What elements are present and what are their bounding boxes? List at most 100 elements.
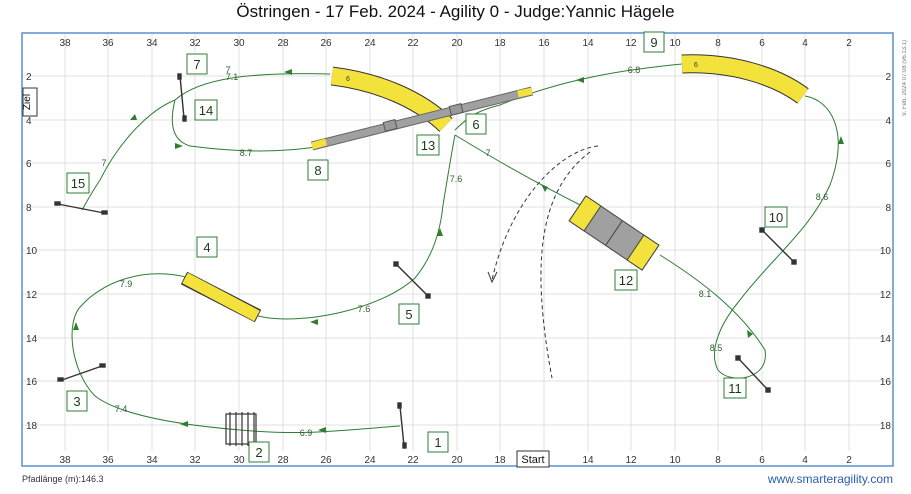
number-13: 13	[416, 134, 440, 156]
svg-text:12: 12	[619, 273, 633, 288]
arrow-icon	[175, 143, 183, 149]
svg-text:4: 4	[802, 455, 808, 466]
dogwalk	[310, 86, 534, 151]
svg-text:18: 18	[26, 421, 38, 432]
tunnel-4	[180, 271, 262, 323]
number-8: 8	[307, 159, 329, 181]
svg-text:3: 3	[73, 394, 80, 409]
svg-text:22: 22	[407, 38, 419, 49]
svg-text:22: 22	[407, 455, 419, 466]
svg-text:4: 4	[802, 38, 808, 49]
arrow-icon	[541, 184, 548, 192]
svg-text:6: 6	[759, 38, 765, 49]
svg-text:2: 2	[255, 445, 262, 460]
svg-text:18: 18	[494, 38, 506, 49]
svg-text:14: 14	[880, 334, 892, 345]
svg-text:Start: Start	[521, 454, 544, 466]
svg-text:6: 6	[26, 159, 32, 170]
svg-text:38: 38	[59, 455, 71, 466]
number-5: 5	[398, 303, 420, 325]
svg-text:8.7: 8.7	[240, 148, 253, 158]
svg-text:32: 32	[189, 38, 201, 49]
svg-text:6: 6	[346, 76, 350, 83]
jump-11	[735, 355, 771, 393]
start-marker: Start	[516, 450, 550, 468]
handler-line-1	[491, 145, 599, 281]
svg-text:7: 7	[101, 158, 106, 168]
arrow-icon	[310, 319, 318, 325]
svg-text:38: 38	[59, 38, 71, 49]
svg-text:34: 34	[146, 455, 158, 466]
svg-text:7: 7	[225, 65, 230, 75]
svg-text:18: 18	[494, 455, 506, 466]
svg-text:10: 10	[26, 246, 38, 257]
svg-text:4: 4	[885, 116, 891, 127]
path-length: Pfadlänge (m):146.3	[22, 474, 104, 484]
svg-text:26: 26	[320, 455, 332, 466]
svg-text:36: 36	[102, 455, 114, 466]
svg-text:8: 8	[26, 203, 32, 214]
svg-text:32: 32	[189, 455, 201, 466]
svg-text:10: 10	[669, 455, 681, 466]
svg-text:30: 30	[233, 38, 245, 49]
number-11: 11	[723, 377, 747, 399]
svg-text:7.9: 7.9	[120, 279, 133, 289]
number-3: 3	[66, 390, 88, 412]
svg-text:26: 26	[320, 38, 332, 49]
svg-text:9: 9	[650, 35, 657, 50]
svg-text:2: 2	[846, 455, 852, 466]
course-title: Östringen - 17 Feb. 2024 - Agility 0 - J…	[236, 2, 675, 21]
arrow-icon	[838, 136, 844, 144]
svg-text:4: 4	[203, 240, 210, 255]
a-frame	[568, 195, 660, 271]
jump-15	[54, 201, 108, 215]
svg-text:8.6: 8.6	[816, 192, 829, 202]
svg-text:24: 24	[364, 38, 376, 49]
svg-text:4: 4	[26, 116, 32, 127]
svg-text:8: 8	[715, 455, 721, 466]
svg-text:7: 7	[485, 148, 490, 158]
website-link[interactable]: www.smarteragility.com	[767, 472, 893, 486]
svg-text:28: 28	[277, 455, 289, 466]
svg-text:8: 8	[314, 163, 321, 178]
svg-text:8.5: 8.5	[710, 343, 723, 353]
svg-text:7.6: 7.6	[450, 174, 463, 184]
arrow-icon	[318, 427, 326, 433]
distance-labels: 6.9 7.4 7.9 7.6 7.6 7 6.8 8.6 8.1 8.5 7 …	[101, 65, 828, 438]
svg-text:18: 18	[880, 421, 892, 432]
jump-3	[57, 363, 106, 382]
arrow-icon	[284, 69, 292, 75]
svg-text:7: 7	[193, 57, 200, 72]
svg-text:Ziel: Ziel	[22, 94, 33, 110]
jumps	[54, 73, 797, 449]
number-14: 14	[194, 99, 218, 121]
svg-text:34: 34	[146, 38, 158, 49]
svg-text:20: 20	[451, 38, 463, 49]
svg-text:8: 8	[715, 38, 721, 49]
svg-text:1: 1	[434, 435, 441, 450]
number-7: 7	[186, 53, 208, 75]
svg-text:12: 12	[625, 38, 637, 49]
svg-text:14: 14	[26, 334, 38, 345]
svg-text:15: 15	[71, 176, 85, 191]
svg-text:16: 16	[538, 38, 550, 49]
jump-7-14	[177, 73, 187, 122]
number-2: 2	[248, 441, 270, 463]
svg-text:16: 16	[26, 377, 38, 388]
number-15: 15	[66, 172, 90, 194]
svg-text:11: 11	[728, 381, 742, 396]
arrow-icon	[180, 421, 188, 427]
number-6: 6	[465, 113, 487, 135]
svg-text:10: 10	[880, 246, 892, 257]
svg-text:13: 13	[421, 138, 435, 153]
path-arrows	[73, 69, 844, 433]
obstacle-numbers: 1 2 3 4 5 6 7 8 9 10 11 12 13 14 15	[66, 31, 788, 463]
svg-text:12: 12	[880, 290, 892, 301]
svg-text:30: 30	[233, 455, 245, 466]
number-1: 1	[427, 431, 449, 453]
handler-arrow-icon	[487, 271, 498, 284]
